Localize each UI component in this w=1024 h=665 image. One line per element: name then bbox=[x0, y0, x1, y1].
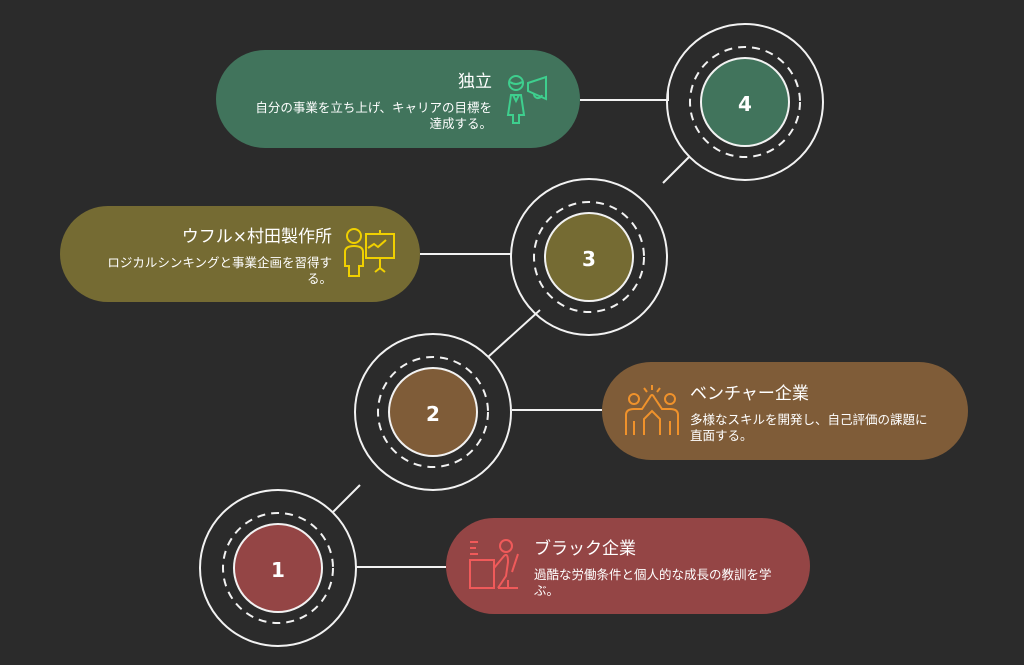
step-number-1: 1 bbox=[271, 558, 285, 582]
step-card-4: 独立 自分の事業を立ち上げ、キャリアの目標を達成する。 bbox=[216, 50, 580, 148]
dashed-ring-2 bbox=[377, 356, 489, 468]
step-title-1: ブラック企業 bbox=[534, 538, 636, 559]
ring-1 bbox=[199, 489, 357, 647]
link-1-2 bbox=[332, 484, 361, 513]
high-five-icon bbox=[625, 385, 679, 435]
ring-3 bbox=[510, 178, 668, 336]
node-3 bbox=[544, 212, 634, 302]
dashed-ring-3 bbox=[533, 201, 645, 313]
link-3-4 bbox=[662, 155, 691, 184]
step-desc-3: ロジカルシンキングと事業企画を習得する。 bbox=[107, 254, 332, 286]
desk-worker-icon bbox=[469, 539, 519, 589]
link-2-3 bbox=[487, 309, 541, 358]
step-number-3: 3 bbox=[582, 247, 596, 271]
connector-4 bbox=[580, 90, 669, 101]
step-desc-2: 多様なスキルを開発し、自己評価の課題に直面する。 bbox=[690, 411, 928, 443]
node-1 bbox=[233, 523, 323, 613]
presentation-icon bbox=[344, 228, 395, 277]
dashed-ring-4 bbox=[689, 46, 801, 158]
step-title-4: 独立 bbox=[458, 71, 492, 92]
step-number-2: 2 bbox=[426, 402, 440, 426]
step-number-4: 4 bbox=[738, 92, 752, 116]
megaphone-person-icon bbox=[506, 75, 547, 124]
step-card-1: ブラック企業 過酷な労働条件と個人的な成長の教訓を学ぶ。 bbox=[446, 518, 810, 614]
step-desc-1: 過酷な労働条件と個人的な成長の教訓を学ぶ。 bbox=[534, 566, 772, 598]
dashed-ring-1 bbox=[222, 512, 334, 624]
step-title-2: ベンチャー企業 bbox=[690, 383, 809, 404]
step-desc-4: 自分の事業を立ち上げ、キャリアの目標を達成する。 bbox=[255, 99, 492, 131]
node-4 bbox=[700, 57, 790, 147]
ring-2 bbox=[354, 333, 512, 491]
node-2 bbox=[388, 367, 478, 457]
step-title-3: ウフル×村田製作所 bbox=[181, 226, 332, 247]
ring-4 bbox=[666, 23, 824, 181]
step-card-3: ウフル×村田製作所 ロジカルシンキングと事業企画を習得する。 bbox=[60, 206, 420, 302]
step-card-2: ベンチャー企業 多様なスキルを開発し、自己評価の課題に直面する。 bbox=[602, 362, 968, 460]
